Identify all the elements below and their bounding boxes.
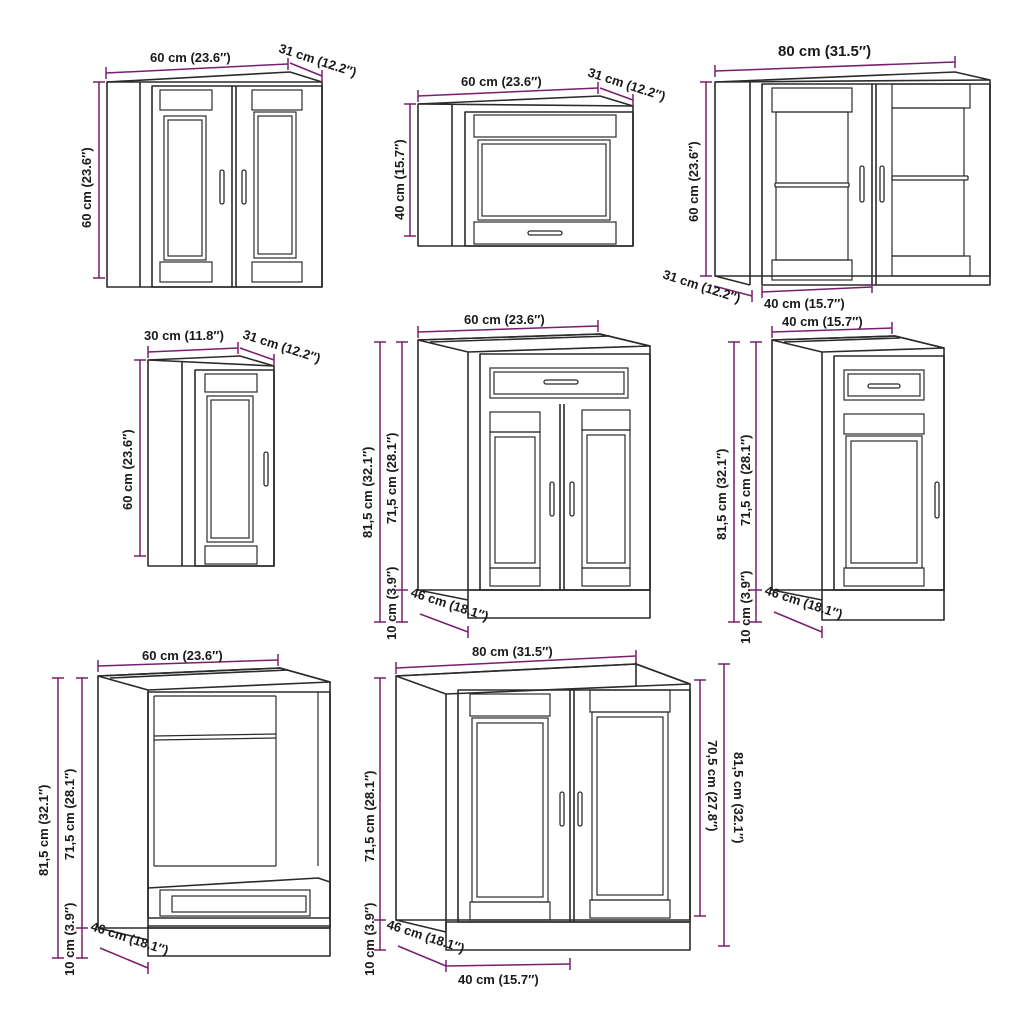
c8-body-height-label: 71,5 cm (28.1″)	[362, 770, 377, 862]
c6-width-label: 40 cm (15.7″)	[782, 314, 863, 329]
c4-width-label: 30 cm (11.8″)	[144, 328, 224, 343]
c7-width-label: 60 cm (23.6″)	[142, 648, 223, 663]
c3-door-width-label: 40 cm (15.7″)	[764, 296, 845, 311]
c3-height-label: 60 cm (23.6″)	[686, 141, 701, 222]
c2-width-label: 60 cm (23.6″)	[461, 74, 542, 89]
c8-inner-height-label: 70,5 cm (27.8″)	[705, 740, 720, 832]
base-cabinet-40-drawer-door: 40 cm (15.7″) 81,5 cm (32.1″) 71,5 cm (2…	[714, 314, 945, 644]
c5-width-label: 60 cm (23.6″)	[464, 312, 545, 327]
c2-height-label: 40 cm (15.7″)	[392, 139, 407, 220]
c5-plinth-label: 10 cm (3.9″)	[384, 567, 399, 640]
wall-cabinet-30-single-door: 30 cm (11.8″) 31 cm (12.2″) 60 cm (23.6″…	[120, 327, 322, 567]
base-cabinet-60-drawer-double-door: 60 cm (23.6″) 81,5 cm (32.1″) 71,5 cm (2…	[360, 312, 651, 640]
c4-height-label: 60 cm (23.6″)	[120, 429, 135, 510]
oven-cabinet-60: 60 cm (23.6″) 81,5 cm (32.1″) 71,5 cm (2…	[36, 648, 331, 976]
sink-base-cabinet-80: 80 cm (31.5″) 71,5 cm (28.1″) 10 cm (3.9…	[362, 644, 746, 987]
wall-cabinet-80-glass-door: 80 cm (31.5″) 60 cm (23.6″) 31 cm (12.2″…	[661, 43, 991, 311]
c5-body-height-label: 71,5 cm (28.1″)	[384, 432, 399, 524]
c7-total-height-label: 81,5 cm (32.1″)	[36, 784, 51, 876]
c6-body-height-label: 71,5 cm (28.1″)	[738, 434, 753, 526]
c3-width-label: 80 cm (31.5″)	[778, 43, 871, 60]
c1-height-label: 60 cm (23.6″)	[79, 147, 94, 228]
c7-body-height-label: 71,5 cm (28.1″)	[62, 768, 77, 860]
c6-total-height-label: 81,5 cm (32.1″)	[714, 448, 729, 540]
wall-cabinet-60-lift-door: 60 cm (23.6″) 31 cm (12.2″) 40 cm (15.7″…	[392, 65, 667, 247]
c8-door-width-label: 40 cm (15.7″)	[458, 972, 539, 987]
c5-total-height-label: 81,5 cm (32.1″)	[360, 446, 375, 538]
c7-plinth-label: 10 cm (3.9″)	[62, 903, 77, 976]
c8-width-label: 80 cm (31.5″)	[472, 644, 553, 659]
c8-total-height-label: 81,5 cm (32.1″)	[731, 752, 746, 844]
c8-plinth-label: 10 cm (3.9″)	[362, 903, 377, 976]
c6-plinth-label: 10 cm (3.9″)	[738, 571, 753, 644]
c1-width-label: 60 cm (23.6″)	[150, 50, 231, 65]
wall-cabinet-60-double-door: 60 cm (23.6″) 31 cm (12.2″) 60 cm (23.6″…	[79, 41, 358, 288]
